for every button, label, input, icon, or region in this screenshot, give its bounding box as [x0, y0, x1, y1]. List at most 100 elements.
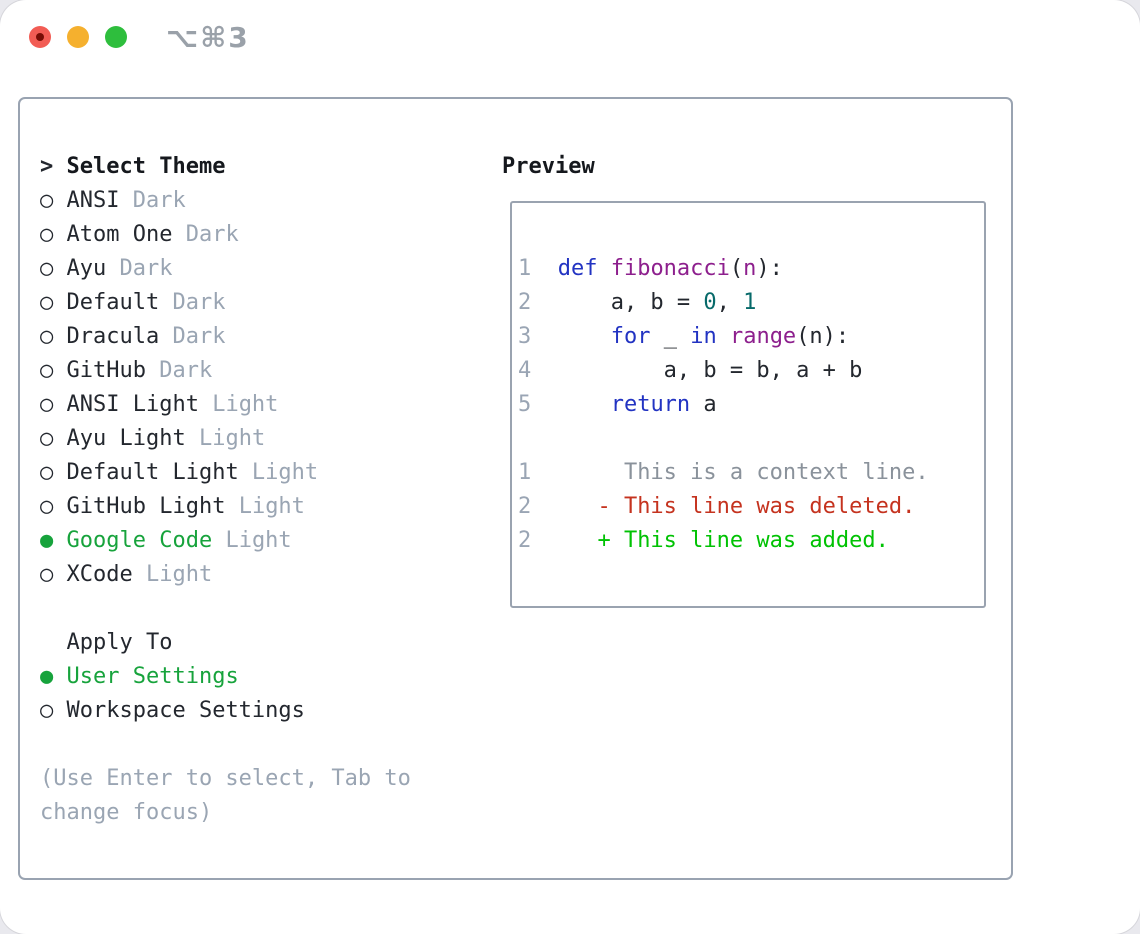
title-bar: ⌥⌘3 [0, 0, 1140, 72]
line-number: 1 [518, 460, 532, 485]
code-token: a [690, 392, 717, 417]
hint-text: change focus) [40, 796, 411, 830]
theme-option[interactable]: ○ Atom One Dark [40, 218, 411, 252]
code-token: 1 [743, 290, 757, 315]
theme-option[interactable]: ○ Default Dark [40, 286, 411, 320]
apply-option[interactable]: ○ Workspace Settings [40, 694, 411, 728]
code-token: return [610, 392, 691, 417]
line-number: 3 [518, 324, 532, 349]
theme-sidebar: > Select Theme○ ANSI Dark○ Atom One Dark… [40, 150, 411, 830]
theme-option[interactable]: ● Google Code Light [40, 524, 411, 558]
theme-variant: Light [238, 460, 319, 485]
radio-icon: ○ [40, 256, 67, 281]
theme-variant: Dark [172, 222, 239, 247]
line-number: 2 [518, 290, 532, 315]
code-token: , [716, 290, 744, 315]
code-token [717, 324, 730, 349]
radio-icon: ○ [40, 460, 67, 485]
theme-name: Ayu [66, 256, 107, 281]
apply-option[interactable]: ● User Settings [40, 660, 411, 694]
theme-option[interactable]: ○ GitHub Light Light [40, 490, 411, 524]
theme-name: Google Code [66, 528, 213, 553]
preview-title: Preview [502, 154, 595, 179]
zoom-button[interactable] [105, 26, 127, 48]
theme-name: ANSI Light [66, 392, 199, 417]
code-token: def [557, 256, 611, 281]
theme-option[interactable]: ○ ANSI Light Light [40, 388, 411, 422]
close-button[interactable] [29, 26, 51, 48]
code-token: in [690, 324, 717, 349]
code-line: 4 a, b = b, a + b [518, 354, 984, 388]
spacer-row [40, 728, 411, 762]
code-token: + This line was added. [557, 528, 889, 553]
theme-variant: Dark [159, 324, 226, 349]
apply-to-label: Apply To [66, 630, 173, 655]
code-token [558, 324, 611, 349]
theme-option[interactable]: ○ Ayu Light Light [40, 422, 411, 456]
code-line: 5 return a [518, 388, 984, 422]
line-number: 5 [518, 392, 532, 417]
theme-name: Dracula [66, 324, 160, 349]
minimize-button[interactable] [67, 26, 89, 48]
spacer-row [40, 592, 411, 626]
radio-icon: ○ [40, 324, 67, 349]
code-token: a, b = b, a + b [557, 358, 863, 383]
diff-line: 1 This is a context line. [518, 456, 984, 490]
spacer-row [518, 422, 984, 456]
code-token: This is a context line. [557, 460, 929, 485]
code-line: 2 a, b = 0, 1 [518, 286, 984, 320]
code-token: ( [729, 256, 744, 281]
code-token: 0 [703, 290, 717, 315]
radio-icon: ○ [40, 426, 67, 451]
radio-icon: ○ [40, 494, 67, 519]
line-number: 4 [518, 358, 532, 383]
theme-variant: Light [185, 426, 266, 451]
theme-option[interactable]: ○ Dracula Dark [40, 320, 411, 354]
theme-name: Ayu Light [66, 426, 186, 451]
radio-icon: ○ [40, 222, 67, 247]
theme-option[interactable]: ○ ANSI Dark [40, 184, 411, 218]
hint-line: (Use Enter to select, Tab to [40, 766, 411, 791]
code-token: for [610, 324, 651, 349]
line-number: 1 [518, 256, 532, 281]
diff-line: 2 + This line was added. [518, 524, 984, 558]
code-token: n [743, 256, 757, 281]
radio-icon: ○ [40, 698, 67, 723]
close-dot-icon [36, 33, 44, 41]
prompt-arrow-icon: > [40, 154, 67, 179]
theme-variant: Dark [106, 256, 173, 281]
code-token: - This line was deleted. [557, 494, 916, 519]
theme-option[interactable]: ○ XCode Light [40, 558, 411, 592]
theme-option[interactable]: ○ GitHub Dark [40, 354, 411, 388]
theme-variant: Dark [119, 188, 186, 213]
radio-icon: ○ [40, 188, 67, 213]
code-token [558, 392, 611, 417]
marker-spacer [40, 630, 67, 655]
code-token: range [729, 324, 797, 349]
code-line: 3 for _ in range(n): [518, 320, 984, 354]
code-token: ): [756, 256, 783, 281]
tui-frame: > Select Theme○ ANSI Dark○ Atom One Dark… [18, 97, 1013, 880]
code-token: _ [650, 324, 691, 349]
radio-icon: ○ [40, 562, 67, 587]
theme-option[interactable]: ○ Ayu Dark [40, 252, 411, 286]
theme-variant: Dark [159, 290, 226, 315]
theme-option[interactable]: ○ Default Light Light [40, 456, 411, 490]
theme-name: Atom One [66, 222, 173, 247]
radio-icon: ○ [40, 392, 67, 417]
window-title: ⌥⌘3 [166, 21, 250, 54]
code-token: a, b = [557, 290, 704, 315]
apply-to-header: Apply To [40, 626, 411, 660]
apply-option-label: User Settings [66, 664, 239, 689]
theme-variant: Light [132, 562, 213, 587]
theme-name: Default [66, 290, 160, 315]
radio-icon: ● [40, 664, 67, 689]
diff-line: 2 - This line was deleted. [518, 490, 984, 524]
theme-variant: Light [212, 528, 292, 553]
theme-name: GitHub Light [66, 494, 226, 519]
line-number: 2 [518, 494, 532, 519]
theme-name: XCode [66, 562, 133, 587]
